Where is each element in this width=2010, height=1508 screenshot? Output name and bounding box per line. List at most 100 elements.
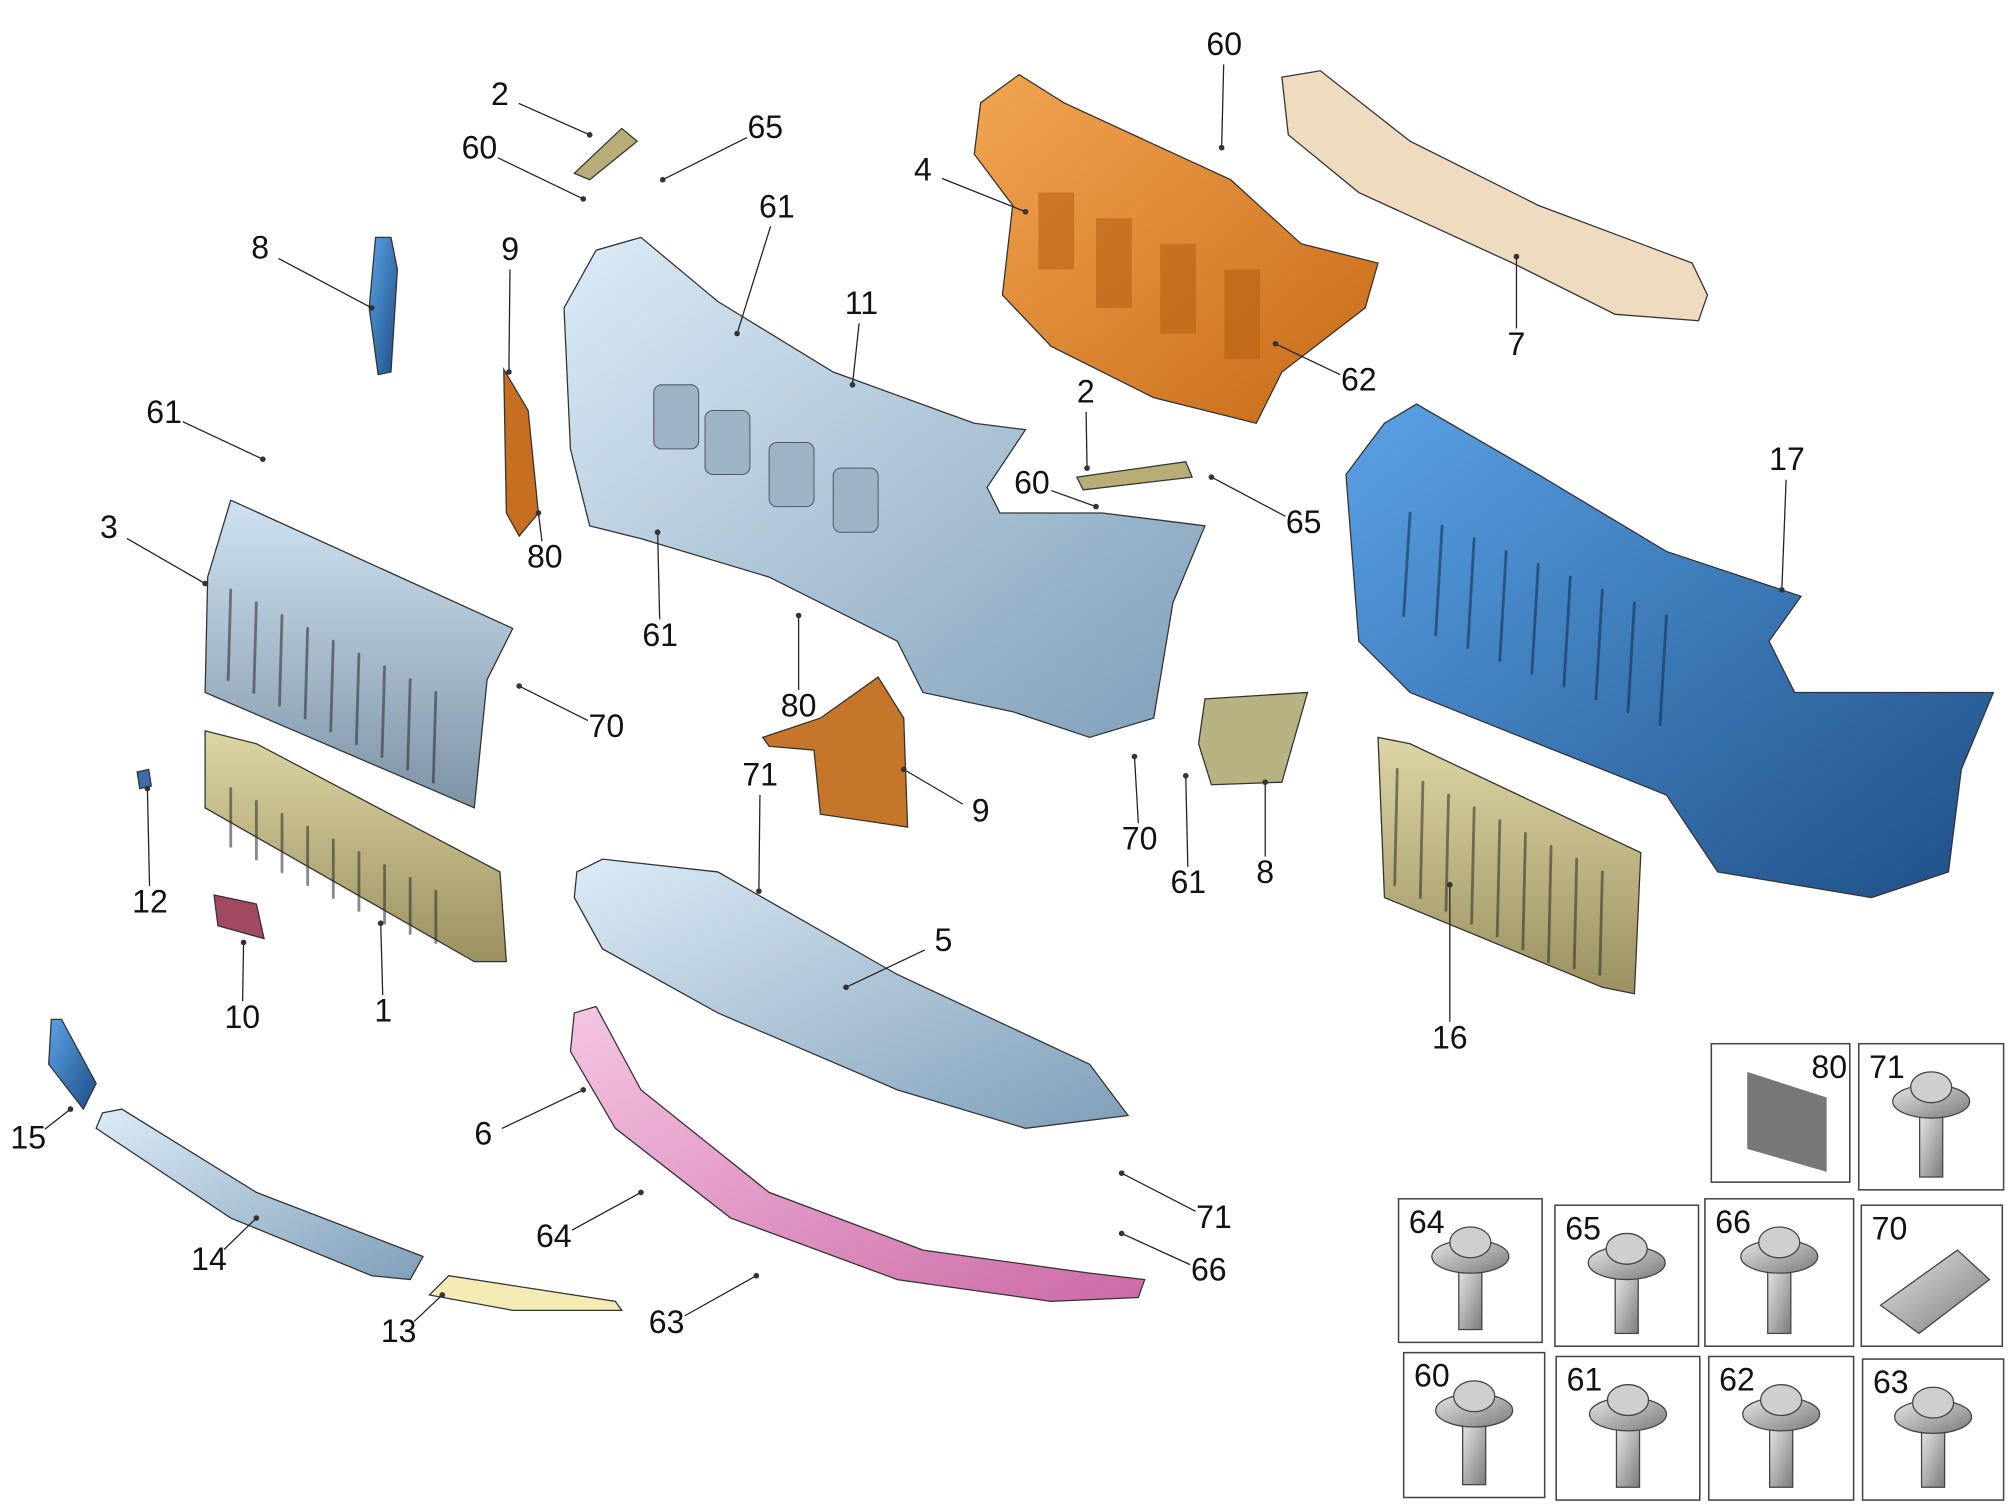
fastener-marker [756, 888, 762, 894]
leader-line [1121, 1232, 1191, 1266]
fastener-illustration [1740, 1226, 1819, 1335]
fastener-marker [377, 920, 384, 927]
callout-label: 5 [935, 922, 953, 958]
leader-line [845, 949, 926, 988]
fastener-illustration [1587, 1232, 1666, 1335]
leader-line [44, 1108, 71, 1130]
fastener-marker [1218, 144, 1225, 151]
leader-line [413, 1294, 443, 1323]
fastener-marker [1093, 503, 1099, 510]
leader-line [501, 1089, 584, 1130]
fastener-marker [1118, 1230, 1125, 1237]
fastener-marker [253, 1215, 260, 1221]
fastener-illustration [1435, 1380, 1514, 1486]
inset-label: 62 [1719, 1362, 1755, 1398]
air-deflector-part-9-right [761, 676, 909, 828]
grille-3-slots [226, 588, 438, 784]
bumper-cover-part-17 [1345, 403, 1995, 899]
fastener-marker [1022, 208, 1029, 215]
fastener-marker [900, 766, 907, 773]
fastener-marker [259, 456, 266, 462]
air-deflector-part-9-left [503, 367, 540, 538]
leader-line [1185, 775, 1189, 867]
leader-line [182, 421, 264, 460]
leader-line [278, 257, 373, 309]
callout-label: 16 [1432, 1019, 1468, 1055]
callout-label: 10 [224, 999, 260, 1035]
callout-label: 71 [742, 757, 778, 793]
leader-lines [44, 64, 1787, 1323]
leader-line [380, 923, 384, 996]
fastener-marker [1513, 253, 1520, 260]
leader-line [1220, 64, 1225, 148]
callout-label: 1 [374, 992, 392, 1028]
trim-strip-part-14 [95, 1108, 424, 1281]
inset-label: 70 [1872, 1210, 1908, 1246]
callout-label: 13 [381, 1313, 417, 1349]
leader-line [518, 685, 589, 722]
leader-line [1275, 343, 1341, 376]
fastener-marker [734, 330, 740, 337]
leader-line [758, 795, 761, 892]
leader-line [656, 532, 661, 620]
callout-label: 14 [191, 1241, 227, 1277]
leader-line [241, 942, 245, 1002]
underbody-panel-part-5 [573, 858, 1130, 1129]
leader-line [508, 269, 511, 373]
inset-fastener-62: 62 [1707, 1355, 1855, 1501]
callout-label: 65 [1286, 504, 1322, 540]
callout-label: 8 [251, 230, 269, 266]
callout-label: 12 [132, 883, 168, 919]
callout-label: 60 [1206, 26, 1242, 62]
fastener-marker [843, 984, 849, 991]
fastener-marker [1779, 587, 1785, 593]
spoiler-part-6 [569, 1005, 1146, 1303]
fastener-marker [535, 510, 542, 516]
fastener-illustration [1742, 1384, 1821, 1488]
leader-line [1133, 756, 1139, 824]
fastener-marker [439, 1292, 446, 1298]
inset-label: 65 [1565, 1210, 1601, 1246]
fastener-marker [506, 369, 512, 375]
bracket-part-2-lower [1075, 461, 1194, 491]
leader-line [736, 226, 772, 334]
fastener-marker [1446, 881, 1453, 888]
callout-label: 61 [1170, 864, 1206, 900]
callout-label: 11 [845, 285, 878, 321]
inset-fastener-80: 80 [1710, 1042, 1851, 1183]
fastener-marker [1272, 340, 1279, 347]
leader-line [1121, 1172, 1196, 1212]
leader-line [941, 177, 1026, 213]
inset-label: 80 [1811, 1049, 1847, 1085]
fastener-marker [1262, 779, 1269, 786]
fastener-marker [240, 939, 247, 946]
carrier-openings [1038, 192, 1261, 360]
inset-fastener-64: 64 [1397, 1198, 1543, 1344]
fastener-marker [67, 1106, 74, 1112]
fastener-marker [580, 1087, 587, 1093]
callout-label: 3 [100, 509, 118, 545]
callout-label: 60 [462, 130, 498, 166]
inset-fastener-71: 71 [1857, 1042, 2005, 1191]
inset-label: 63 [1873, 1364, 1909, 1400]
fastener-illustration [1588, 1384, 1668, 1488]
callout-label: 17 [1769, 441, 1805, 477]
inset-fastener-60: 60 [1402, 1351, 1546, 1499]
leader-line [223, 1217, 257, 1250]
leader-line [1781, 479, 1787, 590]
callout-label: 70 [1122, 821, 1158, 857]
fastener-marker [144, 785, 151, 792]
fastener-marker [753, 1272, 760, 1279]
callout-label: 64 [536, 1218, 572, 1254]
inset-label: 61 [1567, 1362, 1603, 1398]
callout-label: 71 [1196, 1199, 1232, 1235]
fastener-marker [202, 580, 208, 587]
fastener-marker [638, 1189, 644, 1196]
fastener-marker [1182, 772, 1189, 779]
callout-label: 65 [747, 109, 783, 145]
leader-line [571, 1191, 642, 1231]
fastener-marker [659, 176, 666, 183]
bumper-cover-openings [653, 384, 879, 533]
